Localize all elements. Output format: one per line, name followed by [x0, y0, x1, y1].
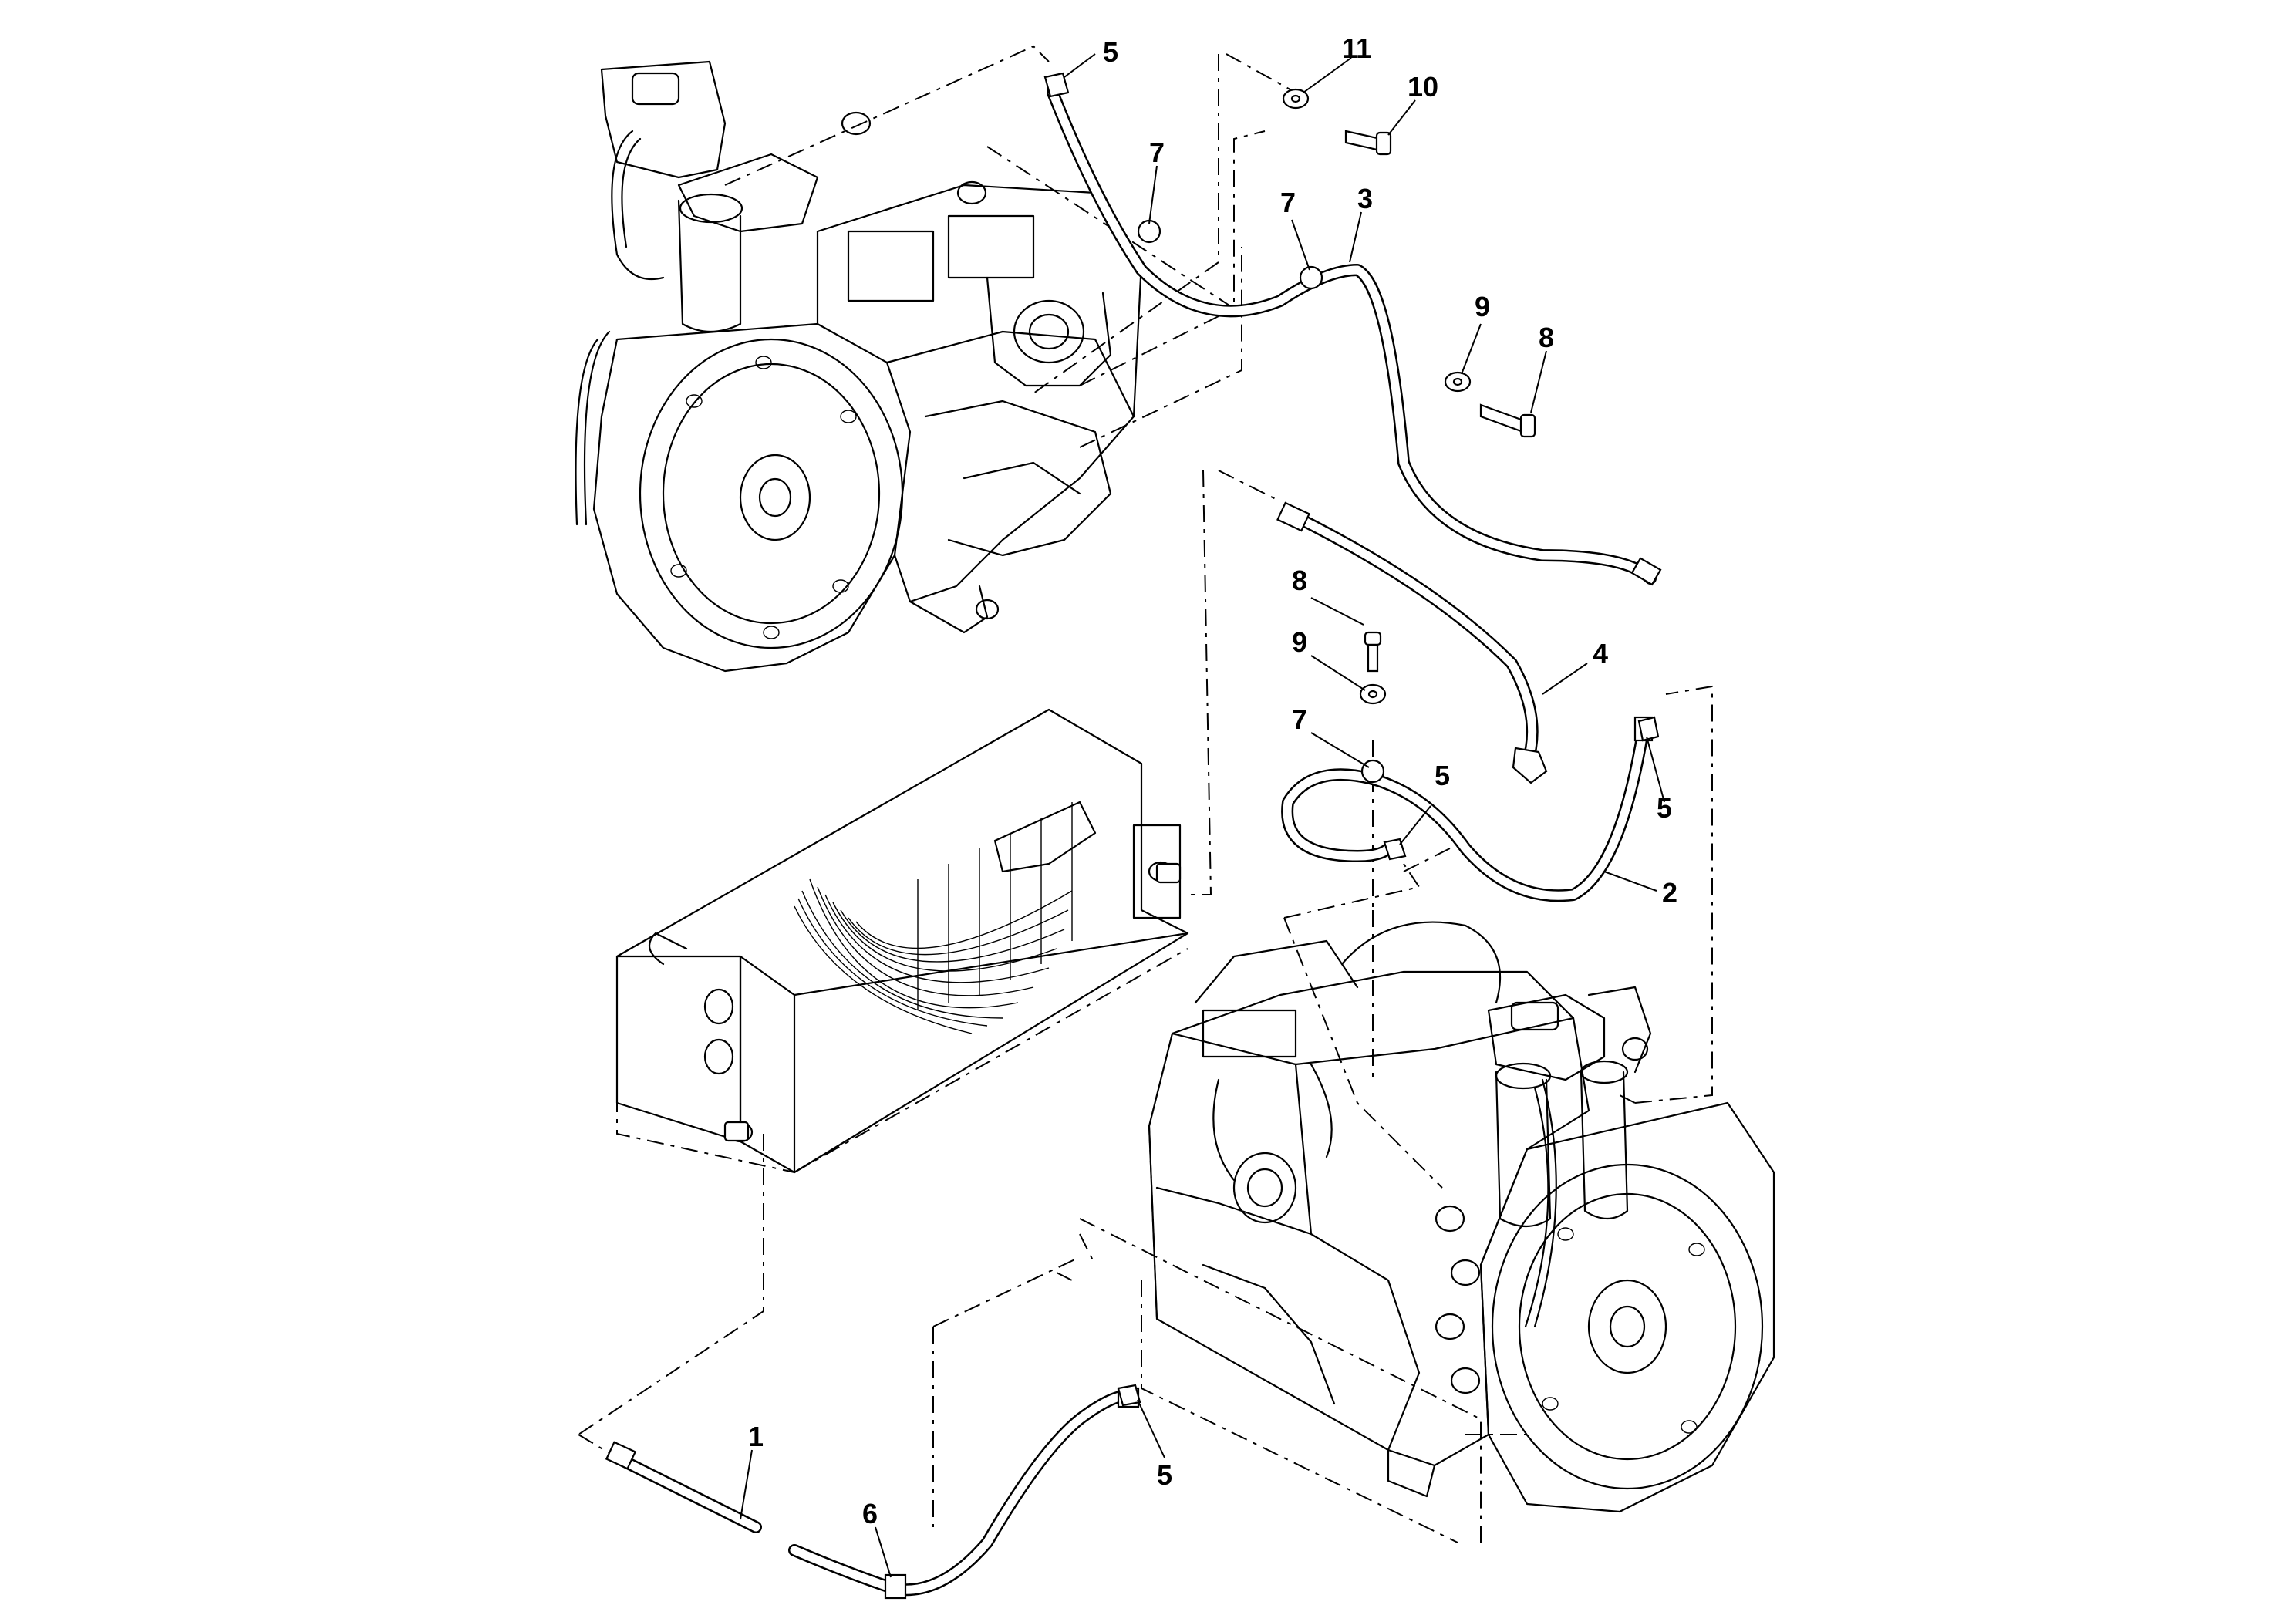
oil-cooler	[615, 708, 1189, 1174]
assembly-lines	[578, 45, 1713, 1543]
callout-5: 5	[1103, 36, 1118, 68]
callout-5: 5	[1435, 760, 1450, 791]
callout-7: 7	[1292, 703, 1307, 735]
callout-1: 1	[748, 1421, 764, 1452]
callout-7: 7	[1149, 137, 1165, 168]
callout-9: 9	[1475, 291, 1490, 322]
hose-2	[1281, 716, 1654, 902]
hose-6	[788, 1387, 1140, 1600]
callout-5: 5	[1657, 792, 1672, 824]
engine-top	[575, 60, 1143, 673]
fasteners	[723, 72, 1660, 1407]
engine-bottom	[1148, 921, 1775, 1513]
callout-7: 7	[1280, 187, 1296, 218]
hose-1	[605, 1441, 762, 1533]
callout-5: 5	[1157, 1459, 1172, 1491]
hose-4	[1276, 501, 1548, 784]
callout-8: 8	[1539, 322, 1554, 353]
leader-lines	[740, 53, 1665, 1578]
callout-10: 10	[1408, 71, 1438, 103]
callout-labels: 5 7 7 3 11 10 9 8 8 9 7 5 4 5 2 5 1 6	[748, 32, 1677, 1529]
callout-11: 11	[1342, 32, 1371, 64]
callout-8: 8	[1292, 565, 1307, 596]
callout-9: 9	[1292, 626, 1307, 658]
callout-3: 3	[1357, 183, 1373, 214]
callout-6: 6	[862, 1498, 878, 1529]
callout-4: 4	[1593, 638, 1608, 669]
hose-3	[1047, 86, 1662, 586]
callout-2: 2	[1662, 877, 1677, 909]
